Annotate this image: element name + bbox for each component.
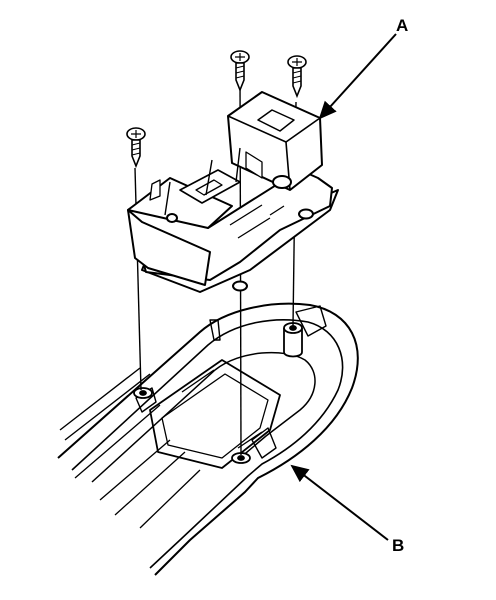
switch-assembly [127, 91, 339, 293]
screw [287, 55, 307, 99]
console-panel [57, 302, 359, 576]
screw [126, 127, 146, 169]
leader-arrow-b [290, 464, 389, 541]
screw [230, 50, 250, 93]
callout-label-b: B [392, 536, 405, 555]
mounting-boss [283, 322, 303, 358]
leader-arrow-a [318, 33, 397, 120]
mounting-boss [133, 387, 153, 399]
callout-label-a: A [396, 16, 409, 35]
